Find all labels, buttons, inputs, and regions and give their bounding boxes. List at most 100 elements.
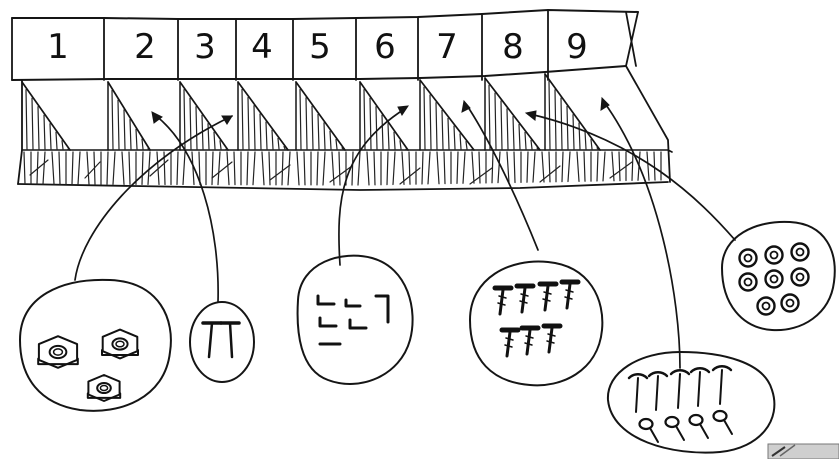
front-hatch-line xyxy=(631,151,634,182)
front-hatch-line xyxy=(121,151,125,185)
washer-8 xyxy=(780,293,800,313)
nail-shank xyxy=(207,321,214,359)
hatch-line xyxy=(335,138,338,150)
front-hatch-line xyxy=(211,151,214,186)
bin-1-label: 1 xyxy=(47,27,69,67)
washer-inner xyxy=(743,277,753,287)
screw-shank xyxy=(547,326,554,354)
front-hatch-line xyxy=(567,151,571,183)
front-hatch-line xyxy=(233,151,236,186)
bin-front-slope-5 xyxy=(295,81,346,151)
washer-inner xyxy=(795,247,805,257)
hatch-line xyxy=(141,138,144,150)
arrow-long-nails-head xyxy=(600,96,610,111)
front-hatch-line xyxy=(427,151,431,185)
bin-6-label: 6 xyxy=(374,27,396,67)
washer-inner xyxy=(795,272,805,282)
front-hatch-line xyxy=(618,151,621,182)
hatch-line xyxy=(536,147,539,150)
hatch-line xyxy=(299,88,302,150)
washer-6 xyxy=(790,267,810,287)
long-nail-shank xyxy=(697,371,701,407)
washer-inner xyxy=(761,301,771,311)
hatch-line xyxy=(305,97,308,150)
washer-inner xyxy=(743,253,753,263)
arrow-long-nails xyxy=(600,96,681,369)
long-nail-head xyxy=(689,367,711,374)
front-scribble xyxy=(329,165,353,183)
front-hatch-line xyxy=(261,151,265,186)
hatch-line xyxy=(381,114,384,150)
washer-outer xyxy=(764,245,784,265)
screw-4 xyxy=(559,279,581,310)
front-hatch-line xyxy=(226,151,230,186)
tab-right-edge xyxy=(625,11,637,67)
group-short-nails-circle xyxy=(189,301,255,383)
front-hatch-line xyxy=(576,151,580,182)
hatch-line xyxy=(572,114,575,150)
long-nail-shank xyxy=(635,377,639,413)
front-hatch-line xyxy=(478,151,481,184)
front-hatch-line xyxy=(646,151,650,181)
front-hatch-line xyxy=(217,151,221,186)
front-hatch-line xyxy=(191,151,195,186)
front-hatch-line xyxy=(252,151,256,186)
group-nuts-circle xyxy=(19,278,172,412)
front-hatch-line xyxy=(182,151,186,186)
front-hatch-line xyxy=(513,151,516,184)
front-hatch-line xyxy=(198,151,201,186)
front-scribble xyxy=(539,165,561,183)
bin-7-label: 7 xyxy=(436,27,458,67)
front-hatch-line xyxy=(497,151,501,184)
screw-5 xyxy=(499,327,521,358)
hatch-line xyxy=(506,108,509,150)
hatch-line xyxy=(195,106,198,150)
hatch-line xyxy=(441,109,444,150)
front-hatch-line xyxy=(176,151,179,186)
hatch-line xyxy=(241,88,244,150)
front-hatch-line xyxy=(71,151,74,185)
screw-3 xyxy=(537,281,559,312)
front-hatch-line xyxy=(86,151,90,185)
nut-1-hole-inner xyxy=(52,348,64,356)
front-panel-hatching xyxy=(23,151,662,186)
hatch-line xyxy=(25,89,28,150)
hatch-line xyxy=(596,147,599,150)
bin-8-label: 8 xyxy=(502,27,524,67)
hatch-line xyxy=(423,86,426,150)
arrow-washers-line xyxy=(529,113,736,241)
arrow-brackets xyxy=(338,105,410,266)
bent-nail-head xyxy=(638,417,654,431)
washer-2 xyxy=(764,245,784,265)
short-nail-1 xyxy=(201,321,223,359)
front-hatch-line xyxy=(77,151,81,185)
bin-front-slope-3 xyxy=(179,81,229,151)
screw-6 xyxy=(519,325,541,356)
hatch-line xyxy=(61,140,64,150)
bent-nail-shank xyxy=(649,427,659,443)
front-hatch-line xyxy=(357,151,361,186)
bracket-5 xyxy=(348,318,368,330)
connection-arrows xyxy=(74,96,736,369)
front-hatch-line xyxy=(322,151,326,186)
arrow-brackets-head xyxy=(397,105,410,116)
hatch-line xyxy=(129,119,132,150)
front-scribble xyxy=(211,161,233,179)
hatch-line xyxy=(213,131,216,150)
compartment-hatching xyxy=(25,80,599,151)
bin-front-slope-9 xyxy=(544,73,601,151)
nut-2 xyxy=(101,328,139,360)
front-hatch-line xyxy=(366,151,370,186)
washer-inner xyxy=(769,274,779,284)
hatch-line xyxy=(111,89,114,150)
front-hatch-line xyxy=(443,151,446,185)
screw-shank xyxy=(565,282,572,310)
washer-outer xyxy=(738,272,758,292)
corner-mark xyxy=(767,443,839,459)
bent-nail-head xyxy=(664,415,680,429)
box-right-edge xyxy=(625,65,671,183)
group-short-nails xyxy=(189,301,255,383)
front-hatch-line xyxy=(128,151,131,185)
washer-5 xyxy=(764,269,784,289)
